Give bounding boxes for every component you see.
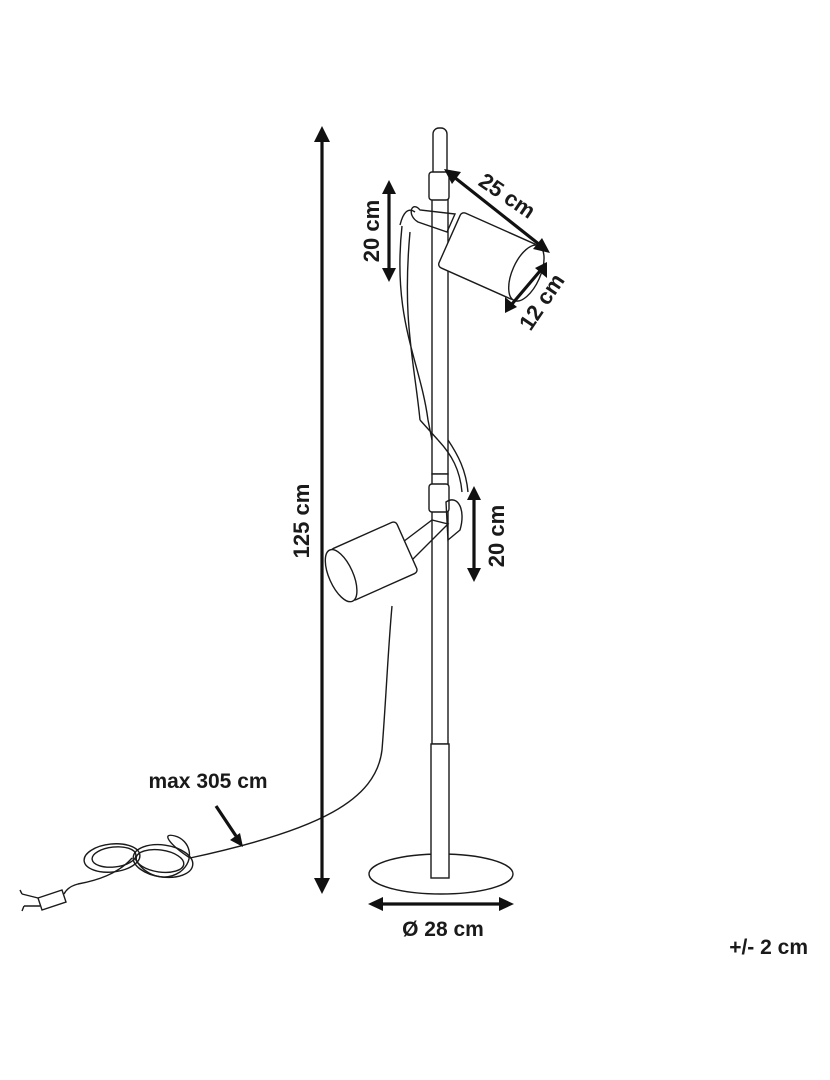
power-plug	[19, 889, 67, 912]
lower-arm-height-arrow	[467, 486, 481, 582]
shade-diameter-arrow	[505, 262, 547, 313]
power-cable	[189, 225, 469, 859]
total-height-arrow	[314, 126, 330, 894]
upper-arm-height-arrow	[382, 180, 396, 282]
total-height-label: 125 cm	[289, 484, 314, 559]
upper-spotlight	[399, 171, 545, 302]
base-diameter-arrow	[368, 897, 514, 911]
shade-length-arrow	[444, 169, 550, 253]
lamp-pole	[430, 127, 450, 879]
base-diameter-label: Ø 28 cm	[402, 918, 484, 941]
tolerance-label: +/- 2 cm	[729, 936, 808, 959]
shade-length-label: 25 cm	[474, 168, 540, 224]
cable-coil	[63, 834, 194, 895]
upper-arm-height-label: 20 cm	[359, 200, 384, 262]
dimension-arrows	[214, 126, 550, 911]
cable-length-label: max 305 cm	[148, 770, 267, 793]
lower-spotlight	[324, 483, 463, 603]
cable-pointer-arrow	[214, 805, 243, 847]
floor-lamp	[19, 127, 545, 912]
lower-arm-height-label: 20 cm	[484, 505, 509, 567]
